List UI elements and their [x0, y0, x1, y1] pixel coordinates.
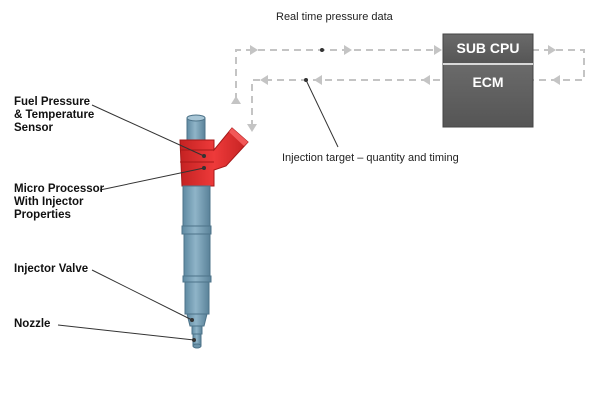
- flow-line-bottom: [251, 79, 440, 126]
- micro-processor-label: Micro Processor With Injector Properties: [14, 183, 104, 222]
- fuel-sensor-label-line2: & Temperature: [14, 109, 95, 121]
- ecm-box: [442, 63, 534, 128]
- arrow-left-icon: [552, 75, 560, 85]
- leader-fuel-sensor: [91, 104, 205, 157]
- arrow-right-icon: [548, 45, 556, 55]
- sub-cpu-label: SUB CPU: [456, 40, 520, 56]
- injector: [179, 114, 249, 349]
- arrow-right-icon: [250, 45, 258, 55]
- injector-body: [182, 185, 211, 227]
- leader-nozzle: [57, 324, 195, 341]
- flow-line-loop: [532, 49, 585, 81]
- nozzle-label: Nozzle: [14, 318, 51, 330]
- injector-valve-section: [186, 313, 208, 327]
- injector-valve-label: Injector Valve: [14, 263, 89, 275]
- micro-processor-label-line2: With Injector: [14, 196, 84, 208]
- leader-injector-valve: [91, 269, 193, 321]
- leader-lines: [57, 104, 205, 341]
- fuel-sensor-label-line1: Fuel Pressure: [14, 96, 91, 108]
- bottom-flow-label: Injection target – quantity and timing: [282, 152, 459, 164]
- arrow-down-icon: [247, 124, 257, 132]
- micro-processor-label-line3: Properties: [14, 209, 71, 221]
- ecm-label: ECM: [472, 74, 504, 90]
- arrow-left-icon: [422, 75, 430, 85]
- arrow-left-icon: [314, 75, 322, 85]
- flow-line-top: [235, 49, 440, 100]
- flow-arrowheads: [231, 45, 560, 132]
- leader-bottom-flow: [305, 79, 339, 148]
- fuel-sensor-label-line3: Sensor: [14, 122, 53, 134]
- arrow-left-icon: [260, 75, 268, 85]
- arrow-up-icon: [231, 96, 241, 104]
- sub-cpu-box: [442, 33, 534, 65]
- leader-micro-processor: [99, 167, 205, 191]
- ecm-unit: [442, 33, 534, 128]
- top-flow-label: Real time pressure data: [276, 11, 393, 23]
- arrow-right-icon: [344, 45, 352, 55]
- arrow-right-icon: [434, 45, 442, 55]
- fuel-sensor-label: Fuel Pressure & Temperature Sensor: [14, 96, 94, 135]
- micro-processor-label-line1: Micro Processor: [14, 183, 105, 195]
